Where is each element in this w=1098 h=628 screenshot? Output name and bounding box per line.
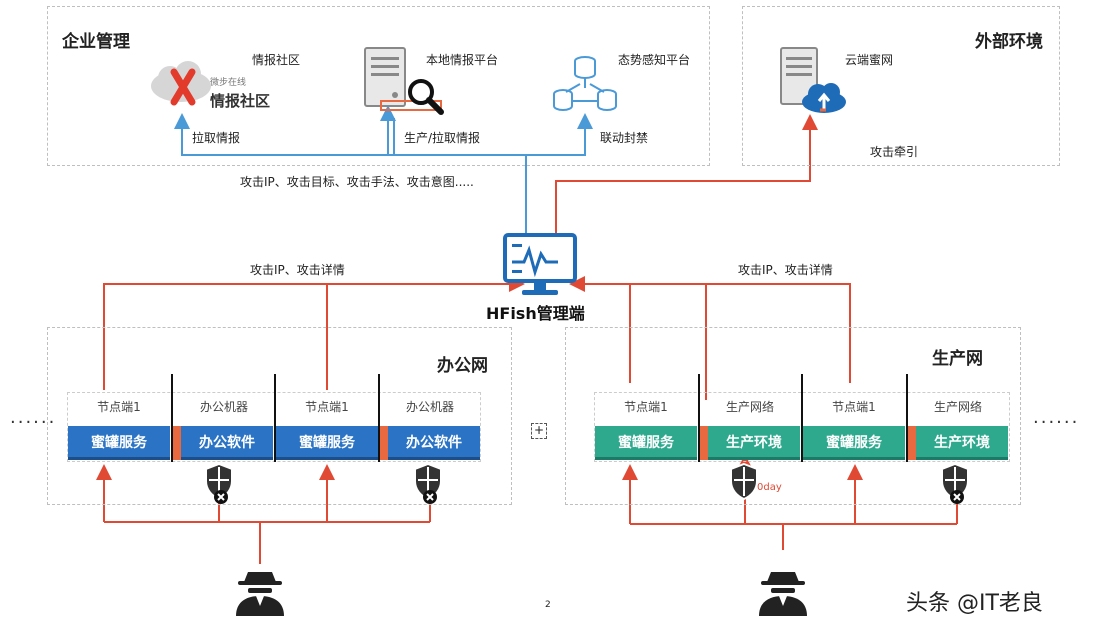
prod-net-panel <box>565 327 1021 505</box>
prod-sep-1 <box>698 374 700 462</box>
external-title: 外部环境 <box>975 32 1043 52</box>
office-node-4-top: 办公机器 <box>405 400 454 414</box>
prod-node-1-box: 蜜罐服务 <box>595 426 697 460</box>
attack-ip-detail-right: 攻击IP、攻击详情 <box>738 263 833 277</box>
office-node-4-box: 办公软件 <box>388 426 480 460</box>
office-sep-3 <box>378 374 380 462</box>
blue-line-situ <box>526 113 593 156</box>
situational-label: 态势感知平台 <box>618 53 691 67</box>
shield-icon <box>940 462 974 506</box>
magnifier-icon <box>405 76 445 116</box>
office-node-2-top: 办公机器 <box>199 400 248 414</box>
server-icon <box>364 47 408 109</box>
shield-icon <box>413 462 447 506</box>
attack-ip-detail-left: 攻击IP、攻击详情 <box>250 263 345 277</box>
local-intel-label: 本地情报平台 <box>426 53 499 67</box>
prod-node-2-top: 生产网络 <box>725 400 774 414</box>
office-node-1-top: 节点端1 <box>97 400 141 414</box>
manager-label: HFish管理端 <box>486 304 585 323</box>
blue-line-main <box>174 113 527 235</box>
prod-net-title: 生产网 <box>932 349 983 369</box>
hacker-icon <box>234 562 286 616</box>
page-number: 2 <box>545 600 551 610</box>
prod-node-4-top: 生产网络 <box>933 400 982 414</box>
prod-node-2-box: 生产环境 <box>708 426 800 460</box>
attack-info-label: 攻击IP、攻击目标、攻击手法、攻击意图..... <box>240 175 474 189</box>
prod-node-3-box: 蜜罐服务 <box>803 426 905 460</box>
zero-day-label: 0day <box>757 482 782 493</box>
cloud-honeynet-label: 云端蜜网 <box>845 53 894 67</box>
watermark: 头条 @IT老良 <box>906 591 1043 616</box>
office-sep-2 <box>274 374 276 462</box>
cloud-server-icon <box>780 47 824 109</box>
attack-traction-label: 攻击牵引 <box>870 145 919 159</box>
intel-logo-big: 情报社区 <box>210 92 271 110</box>
local-platform-bar <box>380 100 442 111</box>
red-right-bus <box>569 276 851 383</box>
office-node-1-box: 蜜罐服务 <box>68 426 170 460</box>
office-firewall-2 <box>380 426 388 460</box>
enterprise-panel <box>47 6 710 166</box>
office-net-panel <box>47 327 512 505</box>
shield-icon <box>204 462 238 506</box>
red-left-bus <box>103 276 525 390</box>
pull-intel-label: 拉取情报 <box>192 131 241 145</box>
shield-icon <box>729 462 763 502</box>
ellipsis-left: ······ <box>10 412 57 433</box>
prod-firewall-1 <box>700 426 708 460</box>
add-icon: + <box>531 423 547 439</box>
linkage-block-label: 联动封禁 <box>600 131 649 145</box>
office-node-3-top: 节点端1 <box>305 400 349 414</box>
threatbook-logo-icon <box>146 58 216 108</box>
prod-node-3-top: 节点端1 <box>832 400 876 414</box>
monitor-icon <box>502 232 578 302</box>
office-firewall-1 <box>173 426 181 460</box>
red-attack-left <box>103 475 431 564</box>
produce-pull-label: 生产/拉取情报 <box>404 131 481 145</box>
prod-sep-2 <box>801 374 803 462</box>
hacker-icon <box>757 562 809 616</box>
prod-sep-3 <box>906 374 908 462</box>
office-node-3-box: 蜜罐服务 <box>276 426 378 460</box>
prod-node-4-box: 生产环境 <box>916 426 1008 460</box>
intel-community-label: 情报社区 <box>252 53 301 67</box>
external-panel <box>742 6 1060 166</box>
database-icon <box>552 54 618 112</box>
prod-firewall-2 <box>908 426 916 460</box>
enterprise-title: 企业管理 <box>62 32 130 52</box>
office-sep-1 <box>171 374 173 462</box>
red-line-to-cloud <box>555 114 818 235</box>
prod-node-1-top: 节点端1 <box>624 400 668 414</box>
intel-logo-small: 微步在线 <box>210 78 247 88</box>
ellipsis-right: ······ <box>1033 412 1080 433</box>
cloud-icon <box>800 80 848 116</box>
office-net-title: 办公网 <box>437 356 488 376</box>
office-node-2-box: 办公软件 <box>181 426 273 460</box>
